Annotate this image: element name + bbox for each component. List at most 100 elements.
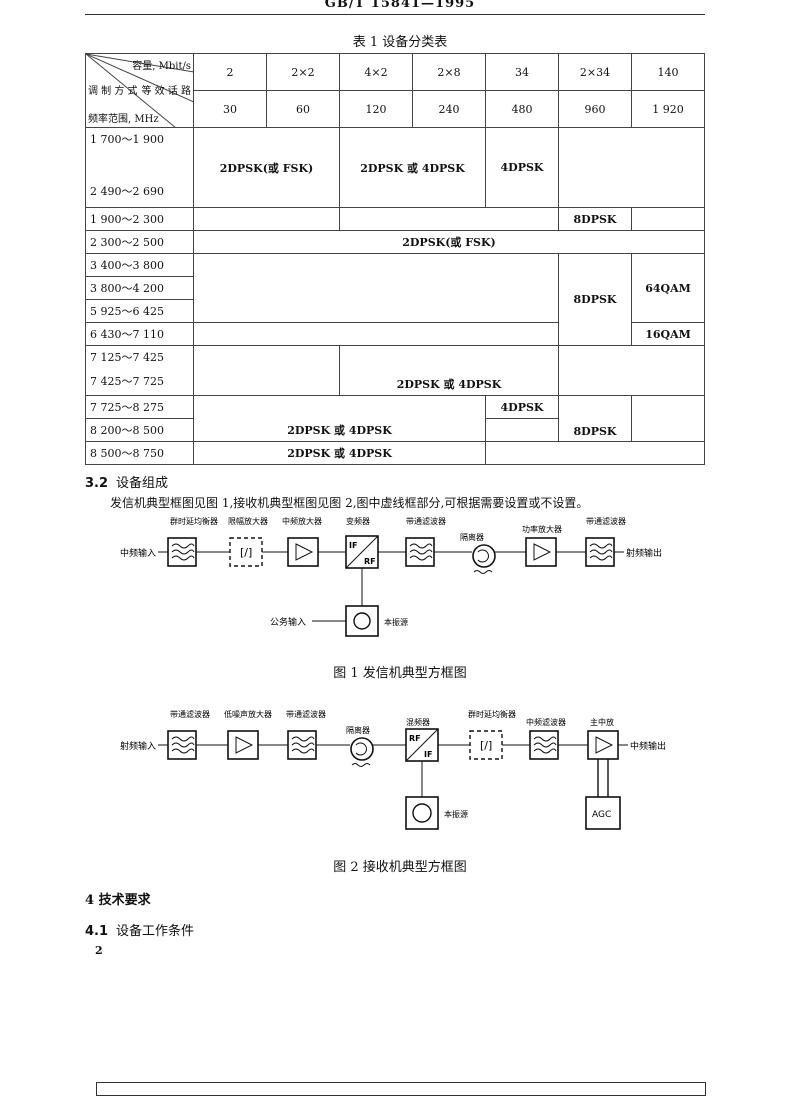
- freq-cell: 5 925～6 425: [85, 299, 194, 323]
- modulation-cell: 2DPSK 或 4DPSK: [193, 395, 486, 442]
- diag-capacity-label: 容量, Mbit/s: [132, 61, 191, 72]
- channel-header: 480: [485, 90, 559, 128]
- freq-label: 7 425～7 725: [90, 375, 164, 388]
- rate-header: 34: [485, 53, 559, 91]
- channel-header: 60: [266, 90, 340, 128]
- block-label: 限幅放大器: [228, 516, 268, 526]
- mixer-rf-label: RF: [364, 557, 376, 566]
- modulation-cell: 8DPSK: [558, 253, 632, 346]
- fig2-main-if-amplifier: 主中放: [587, 717, 619, 760]
- standard-header: GB/T 15841—1995: [324, 0, 476, 11]
- block-label: 带通滤波器: [170, 709, 210, 719]
- filter-wave-icon: [291, 736, 315, 754]
- mixer-if-label: IF: [424, 750, 432, 759]
- fig2-bandpass-filter: 带通滤波器: [167, 709, 210, 760]
- channel-header: 240: [412, 90, 486, 128]
- freq-cell: 8 200～8 500: [85, 418, 194, 442]
- filter-wave-icon: [533, 736, 557, 754]
- empty-cell: [193, 345, 340, 396]
- block-label: 带通滤波器: [406, 516, 446, 526]
- filter-wave-icon: [171, 736, 195, 754]
- block-label: 功率放大器: [522, 524, 562, 534]
- freq-label: 1 700～1 900: [90, 133, 164, 146]
- section-3-2-heading: 3.2 设备组成: [85, 472, 168, 491]
- block-label: 混频器: [406, 717, 430, 727]
- rate-header: 2×8: [412, 53, 486, 91]
- mixer-diagonal: [345, 535, 379, 569]
- modulation-cell: 2DPSK 或 4DPSK: [339, 345, 559, 396]
- next-page-edge: [96, 1082, 706, 1096]
- channel-header: 960: [558, 90, 632, 128]
- fig1-delay-equalizer: 群时延均衡器: [167, 516, 218, 567]
- rate-header: 2: [193, 53, 267, 91]
- fig1-limiter-amplifier: 限幅放大器 [/]: [228, 516, 268, 567]
- equalizer-icon: [/]: [480, 739, 492, 752]
- modulation-cell: 8DPSK: [558, 395, 632, 442]
- limiter-icon: [/]: [240, 546, 252, 559]
- section-title: 设备工作条件: [116, 924, 195, 939]
- table-caption: 表 1 设备分类表: [352, 35, 448, 50]
- amplifier-triangle-icon: [533, 543, 552, 561]
- empty-cell: [193, 207, 340, 231]
- fig2-mixer: 混频器 RF IF: [405, 717, 439, 762]
- agc-label: AGC: [592, 810, 611, 820]
- fig2-agc: AGC: [585, 796, 621, 830]
- section-number: 4.1: [85, 924, 109, 939]
- filter-wave-icon: [589, 543, 613, 561]
- modulation-cell: 4DPSK: [485, 127, 559, 208]
- rate-header: 4×2: [339, 53, 413, 91]
- page-number: 2: [95, 944, 103, 957]
- modulation-cell: 8DPSK: [558, 207, 632, 231]
- filter-wave-icon: [171, 543, 195, 561]
- section-4-heading: 4 技术要求: [85, 893, 151, 908]
- block-label: 变频器: [346, 516, 370, 526]
- amplifier-triangle-icon: [595, 736, 614, 754]
- fig2-if-filter: 中频滤波器: [526, 717, 566, 760]
- diag-modulation-label: 调 制 方 式: [88, 86, 138, 97]
- section-number: 3.2: [85, 476, 109, 491]
- modulation-cell: 2DPSK(或 FSK): [193, 230, 705, 254]
- channel-header: 120: [339, 90, 413, 128]
- freq-cell: 7 725～8 275: [85, 395, 194, 419]
- channel-header: 30: [193, 90, 267, 128]
- block-label: 主中放: [590, 717, 614, 727]
- table-diagonal-header-cell: 容量, Mbit/s 等 效 话 路 调 制 方 式 频率范围, MHz: [85, 53, 194, 128]
- mixer-if-label: IF: [349, 541, 357, 550]
- header-rule: [85, 14, 705, 15]
- freq-cell: 8 500～8 750: [85, 441, 194, 465]
- freq-cell: 2 300～2 500: [85, 230, 194, 254]
- filter-wave-icon: [409, 543, 433, 561]
- block-label: 带通滤波器: [286, 709, 326, 719]
- fig2-output-label: 中频输出: [630, 740, 666, 752]
- diagonal-lines: [86, 54, 194, 128]
- block-label: 低噪声放大器: [224, 709, 272, 719]
- empty-cell: [193, 322, 559, 346]
- fig1-service-input-label: 公务输入: [270, 616, 306, 628]
- transmitter-block-diagram: 中频输入 群时延均衡器 限幅放大器 [/] 中频放大器 变频器 IF RF 带通…: [120, 516, 662, 637]
- fig1-local-oscillator: 本振源: [345, 605, 408, 637]
- freq-cell: 1 900～2 300: [85, 207, 194, 231]
- freq-label: 7 125～7 425: [90, 351, 164, 364]
- fig2-local-oscillator: 本振源: [405, 796, 468, 830]
- mixer-rf-label: RF: [409, 734, 421, 743]
- empty-cell: [558, 345, 705, 396]
- fig1-power-amplifier: 功率放大器: [522, 524, 562, 567]
- empty-cell: [485, 441, 705, 465]
- isolator-circle-icon: [472, 544, 496, 568]
- section-title: 设备组成: [116, 476, 169, 491]
- channel-header: 1 920: [631, 90, 705, 128]
- block-label: 群时延均衡器: [468, 709, 516, 719]
- freq-cell: 3 800～4 200: [85, 276, 194, 300]
- empty-cell: [485, 418, 559, 442]
- fig2-delay-equalizer: 群时延均衡器 [/]: [468, 709, 516, 760]
- block-label: 隔离器: [460, 532, 484, 542]
- fig2-caption: 图 2 接收机典型方框图: [333, 860, 467, 875]
- fig2-image-filter: 带通滤波器: [286, 709, 326, 760]
- freq-cell: 1 700～1 900 2 490～2 690: [85, 127, 194, 208]
- isolator-circle-icon: [350, 737, 374, 761]
- empty-cell: [558, 127, 705, 208]
- modulation-cell: 2DPSK 或 4DPSK: [193, 441, 486, 465]
- amplifier-triangle-icon: [295, 543, 314, 561]
- receiver-block-diagram: 射频输入 带通滤波器 低噪声放大器 带通滤波器 隔离器 混频器 RF IF 群时…: [120, 709, 666, 830]
- block-label: 本振源: [384, 617, 408, 627]
